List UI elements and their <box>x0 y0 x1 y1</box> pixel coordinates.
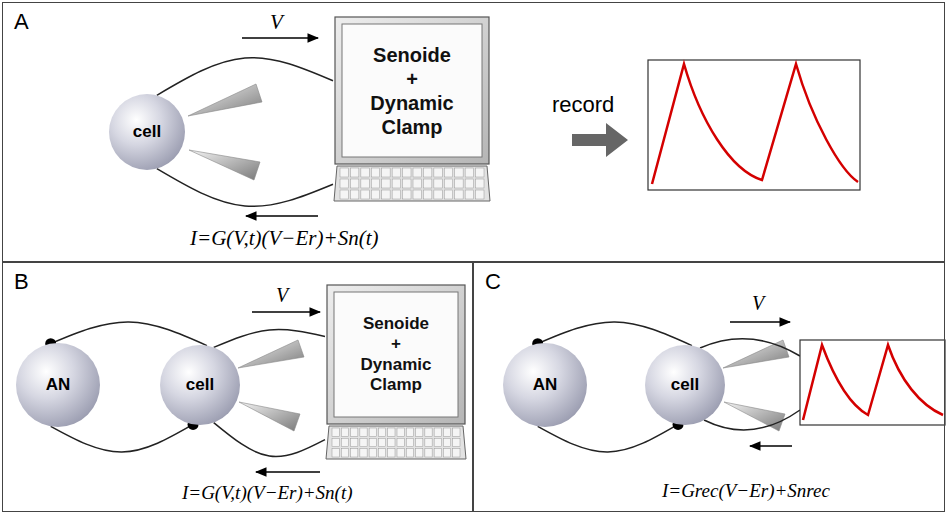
panel: C AN cell <box>473 262 945 512</box>
cell-sphere: cell <box>645 345 725 425</box>
connector <box>51 322 207 346</box>
signal-arrow <box>256 471 320 472</box>
electrode <box>724 402 785 431</box>
cell-label: AN <box>46 375 71 395</box>
cell-label: cell <box>186 375 214 395</box>
voltage-plot <box>648 60 860 190</box>
equation-label: I=G(V,t)(V−Er)+Sn(t) <box>190 226 379 251</box>
equation-label: I=Grec(V−Er)+Snrec <box>662 480 830 502</box>
electrode <box>723 340 789 368</box>
wire <box>700 339 800 356</box>
step-label: record <box>552 92 614 118</box>
wire <box>704 410 800 430</box>
computer-label: Senoide + Dynamic Clamp <box>361 314 432 396</box>
equation-label: V <box>270 10 283 35</box>
connector <box>157 169 333 207</box>
panel-letter: C <box>485 269 501 295</box>
equation-label: I=G(V,t)(V−Er)+Sn(t) <box>182 482 353 504</box>
panel-letter: B <box>14 269 29 295</box>
record-arrow <box>572 123 628 157</box>
panel: Acell Senoide + Dynamic Clamp <box>2 2 945 262</box>
panel: B AN cell Senoide + Dynamic Clamp <box>2 262 473 512</box>
cell-sphere: AN <box>16 343 100 427</box>
computer: Senoide + Dynamic Clamp <box>325 283 467 461</box>
connector <box>214 423 325 457</box>
voltage-plot <box>800 340 945 425</box>
connector <box>51 424 193 452</box>
cell-sphere: cell <box>160 345 240 425</box>
signal-arrow <box>242 37 318 38</box>
equation-label: V <box>752 292 764 315</box>
computer-label: Senoide + Dynamic Clamp <box>370 43 453 139</box>
screen: Senoide + Dynamic Clamp <box>334 292 458 417</box>
connector <box>214 330 325 348</box>
electrode <box>238 340 304 368</box>
cell-label: AN <box>533 375 558 395</box>
voltage-trace <box>652 64 858 184</box>
signal-arrow <box>730 321 790 322</box>
signal-arrow <box>252 311 320 312</box>
screen: Senoide + Dynamic Clamp <box>342 24 482 157</box>
electrode <box>189 150 260 180</box>
signal-arrow <box>246 215 318 216</box>
cell-label: cell <box>671 375 699 395</box>
electrode <box>188 84 262 116</box>
panel-letter: A <box>14 9 29 35</box>
signal-arrow <box>750 445 792 446</box>
voltage-trace <box>803 345 943 420</box>
equation-label: V <box>276 284 288 307</box>
electrode <box>239 402 300 431</box>
connector <box>538 424 678 452</box>
cell-sphere: AN <box>503 343 587 427</box>
connector <box>538 322 692 346</box>
cell-label: cell <box>133 122 161 142</box>
connector <box>157 58 333 96</box>
computer: Senoide + Dynamic Clamp <box>333 15 491 203</box>
cell-sphere: cell <box>109 94 185 170</box>
